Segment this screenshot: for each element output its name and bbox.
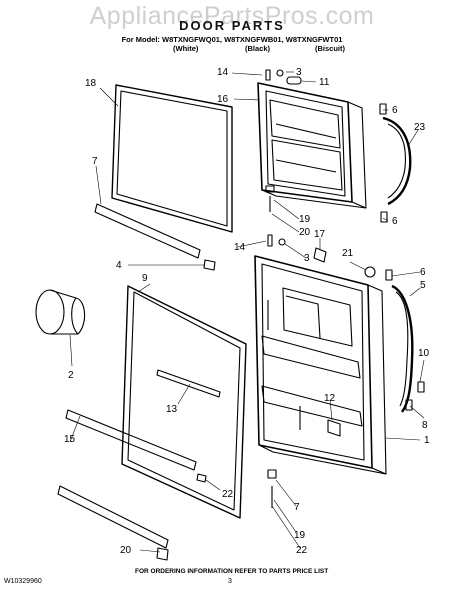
divider-13 xyxy=(156,369,221,398)
fresh-food-door-assembly xyxy=(254,234,387,508)
watermark: AppliancePartsPros.com xyxy=(89,2,375,30)
callout-19-lower: 19 xyxy=(294,530,306,541)
variant-white: (White) xyxy=(173,44,199,53)
callout-7-lower: 7 xyxy=(294,502,300,513)
callout-23: 23 xyxy=(414,122,426,133)
document-number: W10329960 xyxy=(4,578,42,585)
page-number: 3 xyxy=(228,578,232,585)
shelf-retainer-15-upper xyxy=(65,409,197,471)
callout-6-upper: 6 xyxy=(392,105,398,116)
callout-22-lower: 20 xyxy=(120,545,132,556)
leader-lines xyxy=(69,71,425,553)
ordering-info: FOR ORDERING INFORMATION REFER TO PARTS … xyxy=(135,568,329,575)
callout-21: 21 xyxy=(342,248,354,259)
dairy-door-2 xyxy=(35,289,86,335)
freezer-door-assembly xyxy=(257,69,367,212)
freezer-gasket-18 xyxy=(111,84,233,233)
callout-11: 11 xyxy=(319,77,330,88)
callout-22-middle: 22 xyxy=(222,489,234,500)
shelf-retainer-15-lower xyxy=(57,485,169,549)
callout-14-upper: 14 xyxy=(217,67,229,78)
callout-labels: 14 3 11 16 18 6 23 7 19 20 6 17 14 3 21 … xyxy=(64,67,430,556)
callout-19-upper: 19 xyxy=(299,214,311,225)
model-numbers: For Model: W8TXNGFWQ01, W8TXNGFWB01, W8T… xyxy=(121,35,343,44)
hinge-bushing-3-upper xyxy=(276,69,284,77)
callout-14-lower: 14 xyxy=(234,242,246,253)
callout-2: 2 xyxy=(68,370,74,381)
callout-12: 12 xyxy=(324,393,336,404)
callout-1: 1 xyxy=(424,435,430,446)
callout-8: 8 xyxy=(422,420,428,431)
callout-13: 13 xyxy=(166,404,178,415)
fresh-food-gasket-9 xyxy=(121,285,247,519)
callout-9: 9 xyxy=(142,273,148,284)
shelf-retainer-7-upper xyxy=(94,203,201,259)
handle-cap-11 xyxy=(286,76,302,85)
upper-door-handle-23 xyxy=(379,103,412,223)
callout-3-upper: 3 xyxy=(296,67,302,78)
callout-5: 5 xyxy=(420,280,426,291)
callout-17: 17 xyxy=(314,229,326,240)
callout-16: 16 xyxy=(217,94,229,105)
callout-6-middle: 6 xyxy=(392,216,398,227)
callout-4: 4 xyxy=(116,260,122,271)
callout-3-lower: 3 xyxy=(304,253,310,264)
callout-18: 18 xyxy=(85,78,97,89)
callout-20-upper: 20 xyxy=(299,227,311,238)
diagram-title: DOOR PARTS xyxy=(179,18,285,33)
variant-biscuit: (Biscuit) xyxy=(315,44,345,53)
callout-10: 10 xyxy=(418,348,430,359)
lower-door-handle-5 xyxy=(385,269,425,413)
callout-15: 15 xyxy=(64,434,76,445)
end-cap-4 xyxy=(203,259,216,271)
screw-14-upper xyxy=(265,69,271,81)
callout-7-upper: 7 xyxy=(92,156,98,167)
variant-black: (Black) xyxy=(245,44,271,53)
part-17 xyxy=(313,247,327,263)
callout-20-lower: 22 xyxy=(296,545,308,556)
part-21 xyxy=(364,266,376,278)
callout-6-lower: 6 xyxy=(420,267,426,278)
